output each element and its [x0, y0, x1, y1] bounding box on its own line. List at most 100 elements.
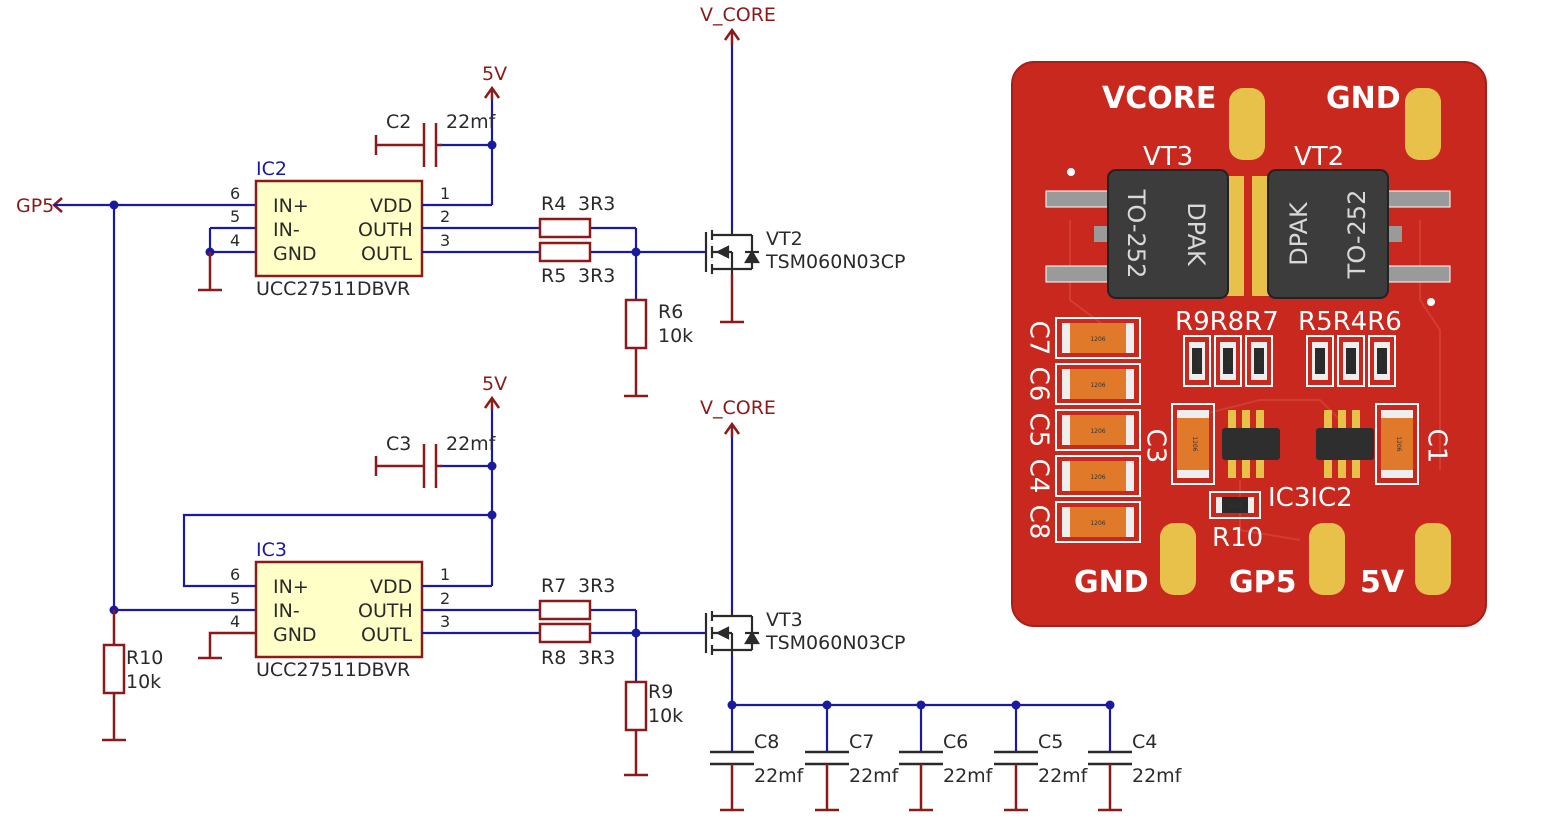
- pcb-render: VCORE GND GND GP5 5V VT3 VT2 TO-252 DPAK: [1011, 61, 1487, 627]
- bank-cap-value: 22mf: [754, 765, 805, 787]
- ic2-pin-number: 6: [230, 184, 240, 203]
- pcb-label-vcore: VCORE: [1102, 81, 1216, 116]
- pcb-vt2-dpak: DPAK TO-252: [1252, 169, 1451, 299]
- r0603-chip: 0603: [1337, 335, 1365, 387]
- pcb-label-gnd-top: GND: [1326, 81, 1401, 116]
- r5-resistor: [538, 241, 592, 263]
- bank-capacitor-c6: C6 22mf: [899, 700, 994, 812]
- c3-ref: C3: [386, 433, 411, 455]
- vt2-ref: VT2: [766, 228, 803, 250]
- ic3-pin-number: 4: [230, 612, 240, 631]
- r0603-chip: 0603: [1306, 335, 1334, 387]
- pin1-marker: [1427, 298, 1435, 306]
- ic2-pin-in-plus: IN+: [273, 195, 309, 217]
- r9-resistor: [622, 633, 650, 777]
- pcb-vt2-package: TO-252: [1343, 190, 1371, 280]
- bank-cap-ref: C6: [943, 731, 968, 753]
- junction-dot: [487, 461, 497, 471]
- pcb-cap-stack: 1206 1206 1206 1206: [1024, 317, 1141, 543]
- ic2-pin-number: 4: [230, 231, 240, 250]
- pad-vcore: [1229, 88, 1265, 160]
- ic3-ref: IC3: [256, 539, 287, 561]
- net-5v-mid: 5V: [482, 373, 507, 410]
- pcb-cap-c7: 1206: [1055, 317, 1141, 359]
- ic3-pin-number: 2: [440, 589, 450, 608]
- pad-gnd-bottom: [1160, 523, 1196, 595]
- schematic: GP5 R10 10k IC2: [16, 4, 1183, 812]
- c3-capacitor: [374, 444, 442, 488]
- r10-ref: R10: [126, 647, 163, 669]
- c3-value: 22mf: [446, 433, 497, 455]
- bank-cap-ref: C7: [849, 731, 874, 753]
- ic2-pin-vdd: VDD: [370, 195, 412, 217]
- chip-size-label: 1206: [1090, 382, 1105, 389]
- pcb-label-c4: C4: [1024, 459, 1054, 494]
- r6-value: 10k: [658, 325, 693, 347]
- r6-resistor: [622, 252, 650, 398]
- r7-ref: R7: [541, 575, 566, 597]
- pcb-vt3-package: TO-252: [1122, 189, 1150, 279]
- junction-dot: [109, 200, 119, 210]
- pcb-label-ic3ic2: IC3IC2: [1268, 483, 1353, 513]
- chip-size-label: 1206: [1090, 474, 1105, 481]
- net-5v-label: 5V: [482, 373, 507, 395]
- ic3-pin-gnd: GND: [273, 624, 317, 646]
- gp5-net-label: GP5: [16, 195, 54, 217]
- pcb-cap-c5: 1206: [1055, 409, 1141, 451]
- pcb-label-c5: C5: [1024, 413, 1054, 448]
- ic2-pin-number: 2: [440, 207, 450, 226]
- net-5v-top: 5V: [482, 63, 507, 100]
- pcb-cap-c6: 1206: [1055, 363, 1141, 405]
- pcb-label-c3: C3: [1141, 429, 1171, 464]
- junction-dot: [487, 140, 497, 150]
- bank-cap-value: 22mf: [1038, 765, 1089, 787]
- ic3-body: [254, 560, 424, 659]
- chip-size-label: 1206: [1395, 436, 1402, 451]
- chip-size-label: 1206: [1090, 520, 1105, 527]
- chip-size-label: 1206: [1191, 436, 1198, 451]
- ic2-pin-number: 5: [230, 207, 240, 226]
- r10-value: 10k: [126, 671, 161, 693]
- r0603-chip: 0603: [1368, 335, 1396, 387]
- bank-capacitor-c8: C8 22mf: [710, 700, 805, 812]
- pcb-vt2-package: DPAK: [1285, 201, 1313, 266]
- r5-value: 3R3: [578, 265, 615, 287]
- r8-ref: R8: [541, 647, 566, 669]
- chip-size-label: 0603: [1226, 353, 1233, 368]
- chip-size-label: 0603: [1257, 353, 1264, 368]
- pcb-r10: 0603: [1209, 491, 1261, 519]
- ic3-pin-outl: OUTL: [361, 624, 412, 646]
- bank-cap-value: 22mf: [849, 765, 900, 787]
- bank-cap-ref: C8: [754, 731, 779, 753]
- ic2: IC2 IN+ IN- GND VDD OUTH OUTL 6 5 4 1 2 …: [230, 158, 450, 300]
- resistor-icon: [102, 643, 126, 695]
- ic3-pin-outh: OUTH: [358, 600, 413, 622]
- ic3-part: UCC27511DBVR: [256, 659, 410, 681]
- chip-size-label: 1206: [1090, 336, 1105, 343]
- r8-value: 3R3: [578, 647, 615, 669]
- pcb-label-vt3: VT3: [1143, 142, 1193, 172]
- pcb-label-c1: C1: [1422, 429, 1452, 464]
- chip-size-label: 1206: [1090, 428, 1105, 435]
- chip-size-label: 0603: [1377, 353, 1384, 368]
- r0603-chip: 0603: [1245, 335, 1273, 387]
- pcb-ic2-sot23: [1316, 410, 1374, 478]
- pcb-vt3-dpak: TO-252 DPAK: [1045, 169, 1244, 299]
- pcb-cap-c3: 1206: [1171, 403, 1215, 485]
- chip-size-label: 0603: [1227, 503, 1242, 510]
- r0603-chip: 0603: [1183, 335, 1211, 387]
- pcb-label-r5r4r6: R5R4R6: [1298, 307, 1402, 337]
- vt3-part: TSM060N03CP: [765, 632, 905, 654]
- ic2-output-wiring: [422, 100, 706, 254]
- pcb-label-gnd-bottom: GND: [1074, 565, 1149, 600]
- r10-resistor: R10 10k: [100, 610, 163, 742]
- chip-size-label: 0603: [1346, 353, 1353, 368]
- chip-size-label: 0603: [1195, 353, 1202, 368]
- net-5v-label: 5V: [482, 63, 507, 85]
- r8-resistor: [538, 622, 592, 644]
- bank-cap-value: 22mf: [943, 765, 994, 787]
- vt3-mosfet: [704, 611, 760, 655]
